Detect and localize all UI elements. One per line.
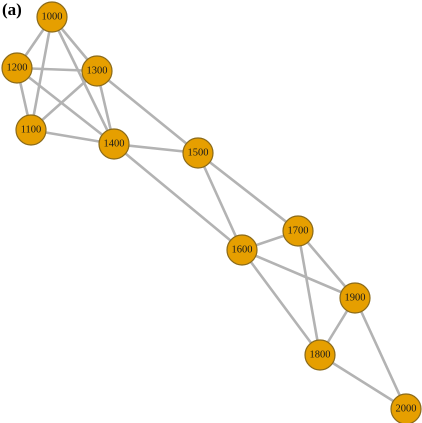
edge-1300-1500 [95, 69, 200, 155]
node-label: 1000 [42, 12, 63, 23]
node-1600: 1600 [226, 234, 258, 266]
node-circle [390, 393, 422, 423]
node-1800: 1800 [304, 339, 336, 371]
node-label: 1400 [104, 139, 125, 150]
edge-1400-1600 [112, 142, 244, 252]
node-1700: 1700 [282, 215, 314, 247]
node-label: 1500 [188, 148, 209, 159]
edge-1700-1800 [296, 229, 322, 357]
edge-1200-1400 [15, 66, 116, 146]
node-circle [1, 52, 33, 84]
node-circle [339, 282, 371, 314]
node-label: 1100 [21, 125, 42, 136]
edge-1500-1600 [196, 151, 244, 252]
edge-layer [15, 15, 408, 411]
node-1900: 1900 [339, 282, 371, 314]
edge-1600-1900 [240, 248, 357, 300]
edge-1000-1400 [50, 15, 116, 146]
node-1000: 1000 [36, 1, 68, 33]
node-circle [182, 137, 214, 169]
edge-1500-1700 [196, 151, 300, 233]
node-2000: 2000 [390, 393, 422, 423]
node-1500: 1500 [182, 137, 214, 169]
node-circle [81, 55, 113, 87]
node-1100: 1100 [15, 114, 47, 146]
node-label: 1800 [310, 350, 331, 361]
panel-label: (a) [2, 0, 22, 19]
node-1200: 1200 [1, 52, 33, 84]
node-label: 2000 [396, 404, 417, 415]
node-1400: 1400 [98, 128, 130, 160]
node-circle [15, 114, 47, 146]
node-circle [36, 1, 68, 33]
node-1300: 1300 [81, 55, 113, 87]
node-label: 1600 [232, 245, 253, 256]
node-label: 1700 [288, 226, 309, 237]
node-circle [304, 339, 336, 371]
node-label: 1200 [7, 63, 28, 74]
node-label: 1900 [345, 293, 366, 304]
edge-1800-2000 [318, 353, 408, 411]
node-circle [282, 215, 314, 247]
node-circle [98, 128, 130, 160]
edge-1900-2000 [353, 296, 408, 411]
node-label: 1300 [87, 66, 108, 77]
edge-1600-1800 [240, 248, 322, 357]
edge-1000-1100 [29, 15, 54, 132]
node-circle [226, 234, 258, 266]
